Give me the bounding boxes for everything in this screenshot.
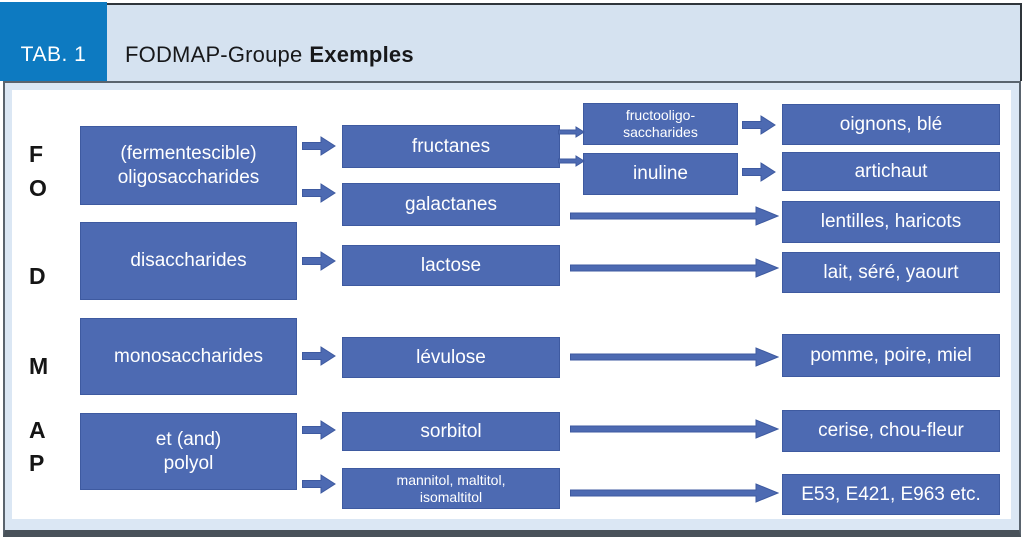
substance-box-sorbitol: sorbitol xyxy=(342,412,560,451)
connector-fructanes-to-inuline-icon xyxy=(558,155,585,167)
letter-f: F xyxy=(29,141,44,167)
group-box-monosaccharides: monosaccharides xyxy=(80,318,297,395)
arrow-lactose-to-lait-icon xyxy=(570,258,780,278)
connector-fructanes-to-fructooligo-icon xyxy=(558,126,585,138)
substance-box-mannitol: mannitol, maltitol, isomaltitol xyxy=(342,468,560,509)
example-box-cerise-chou-fleur: cerise, chou-fleur xyxy=(782,410,1000,452)
arrow-polyol-to-sorbitol-icon xyxy=(302,420,336,440)
example-box-e-numbers: E53, E421, E963 etc. xyxy=(782,474,1000,515)
arrow-fructooligo-to-oignons-icon xyxy=(742,115,776,135)
arrow-galactanes-to-lentilles-icon xyxy=(570,206,780,226)
example-box-lait-sere-yaourt: lait, séré, yaourt xyxy=(782,252,1000,293)
arrow-levulose-to-pomme-icon xyxy=(570,347,780,367)
example-box-pomme-poire-miel: pomme, poire, miel xyxy=(782,334,1000,377)
substance-box-galactanes: galactanes xyxy=(342,183,560,226)
arrow-polyol-to-mannitol-icon xyxy=(302,474,336,494)
group-box-polyol: et (and) polyol xyxy=(80,413,297,490)
arrow-oligo-to-fructanes-icon xyxy=(302,136,336,156)
letter-a: A xyxy=(29,417,46,443)
substance-box-fructanes: fructanes xyxy=(342,125,560,168)
figure-title: FODMAP-Groupe xyxy=(125,42,303,67)
letter-p: P xyxy=(29,450,45,476)
arrow-monosaccharides-to-levulose-icon xyxy=(302,346,336,366)
group-box-disaccharides: disaccharides xyxy=(80,222,297,300)
substance-box-lactose: lactose xyxy=(342,245,560,286)
arrow-sorbitol-to-cerise-icon xyxy=(570,419,780,439)
table-number-badge: TAB. 1 xyxy=(0,2,107,81)
example-box-oignons-ble: oignons, blé xyxy=(782,104,1000,145)
example-box-lentilles-haricots: lentilles, haricots xyxy=(782,201,1000,243)
arrow-mannitol-to-e53-icon xyxy=(570,483,780,503)
group-box-oligosaccharides: (fermentescible) oligosaccharides xyxy=(80,126,297,205)
example-box-artichaut: artichaut xyxy=(782,152,1000,191)
arrow-oligo-to-galactanes-icon xyxy=(302,183,336,203)
figure-title-bold: Exemples xyxy=(309,42,414,67)
subtype-box-inuline: inuline xyxy=(583,153,738,195)
letter-m: M xyxy=(29,353,49,379)
substance-box-levulose: lévulose xyxy=(342,337,560,378)
arrow-inuline-to-artichaut-icon xyxy=(742,162,776,182)
subtype-box-fructooligosaccharides: fructooligo- saccharides xyxy=(583,103,738,145)
figure-header-band: FODMAP-Groupe Exemples xyxy=(105,3,1022,81)
arrow-disaccharides-to-lactose-icon xyxy=(302,251,336,271)
letter-o: O xyxy=(29,175,47,201)
letter-d: D xyxy=(29,263,46,289)
